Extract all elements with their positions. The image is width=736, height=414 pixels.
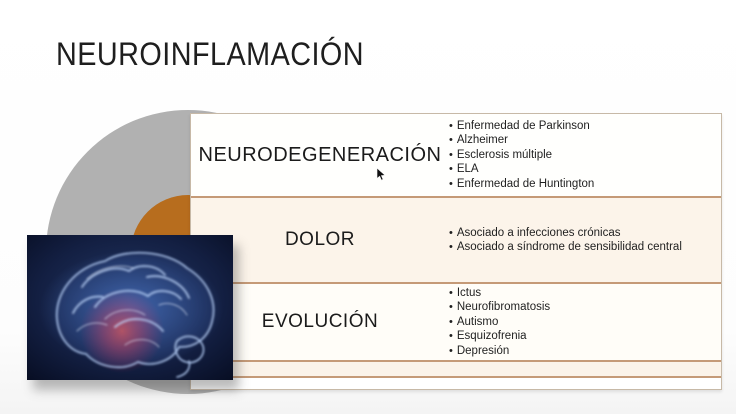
content-table: NEURODEGENERACIÓN •Enfermedad de Parkins… <box>190 113 722 390</box>
bullet-list: •Ictus •Neurofibromatosis •Autismo •Esqu… <box>449 284 721 360</box>
bullet-icon: • <box>449 344 453 357</box>
bullet-list: •Asociado a infecciones crónicas •Asocia… <box>449 198 721 282</box>
list-item: •Asociado a infecciones crónicas <box>449 226 717 241</box>
mouse-cursor-icon <box>376 168 386 181</box>
row-header: NEURODEGENERACIÓN <box>198 143 442 166</box>
list-item-text: Neurofibromatosis <box>456 301 551 314</box>
list-item: •Ictus <box>449 286 717 301</box>
list-item: •Depresión <box>449 344 717 359</box>
table-row-dolor: DOLOR •Asociado a infecciones crónicas •… <box>191 198 721 284</box>
bullet-icon: • <box>449 315 453 328</box>
list-item: •Esquizofrenia <box>449 329 717 344</box>
list-item-text: Asociado a síndrome de sensibilidad cent… <box>456 241 682 253</box>
row-header: EVOLUCIÓN <box>261 311 379 332</box>
list-item: •Enfermedad de Parkinson <box>449 119 717 134</box>
list-item-text: Esclerosis múltiple <box>456 148 553 161</box>
table-row-empty <box>191 378 721 389</box>
list-item: •Asociado a síndrome de sensibilidad cen… <box>449 240 717 255</box>
list-item: •Autismo <box>449 315 717 330</box>
list-item-text: ELA <box>456 163 479 176</box>
list-item-text: Alzheimer <box>456 134 508 147</box>
list-item-text: Depresión <box>456 344 510 357</box>
bullet-icon: • <box>449 148 453 161</box>
bullet-icon: • <box>449 301 453 314</box>
bullet-list: •Enfermedad de Parkinson •Alzheimer •Esc… <box>449 114 721 196</box>
bullet-icon: • <box>449 286 453 299</box>
brain-image <box>27 235 233 380</box>
bullet-icon: • <box>449 241 453 253</box>
brain-photo-graphic <box>27 235 233 380</box>
table-row-neurodegeneracion: NEURODEGENERACIÓN •Enfermedad de Parkins… <box>191 114 721 198</box>
bullet-icon: • <box>449 330 453 343</box>
table-row-empty <box>191 362 721 378</box>
bullet-icon: • <box>449 226 453 239</box>
table-row-evolucion: EVOLUCIÓN •Ictus •Neurofibromatosis •Aut… <box>191 284 721 362</box>
bullet-icon: • <box>449 177 453 190</box>
list-item: •Neurofibromatosis <box>449 300 717 315</box>
list-item-text: Asociado a infecciones crónicas <box>456 226 621 239</box>
bullet-icon: • <box>449 134 453 147</box>
list-item-text: Esquizofrenia <box>456 330 527 343</box>
list-item-text: Autismo <box>456 315 499 328</box>
list-item: •Enfermedad de Huntington <box>449 177 717 192</box>
bullet-icon: • <box>449 119 453 132</box>
list-item: •Alzheimer <box>449 133 717 148</box>
list-item: •Esclerosis múltiple <box>449 148 717 163</box>
list-item: •ELA <box>449 162 717 177</box>
bullet-icon: • <box>449 163 453 176</box>
page-title: NEUROINFLAMACIÓN <box>56 36 365 72</box>
row-header: DOLOR <box>284 229 356 250</box>
list-item-text: Enfermedad de Parkinson <box>456 119 590 132</box>
list-item-text: Ictus <box>456 286 482 299</box>
list-item-text: Enfermedad de Huntington <box>456 177 595 190</box>
